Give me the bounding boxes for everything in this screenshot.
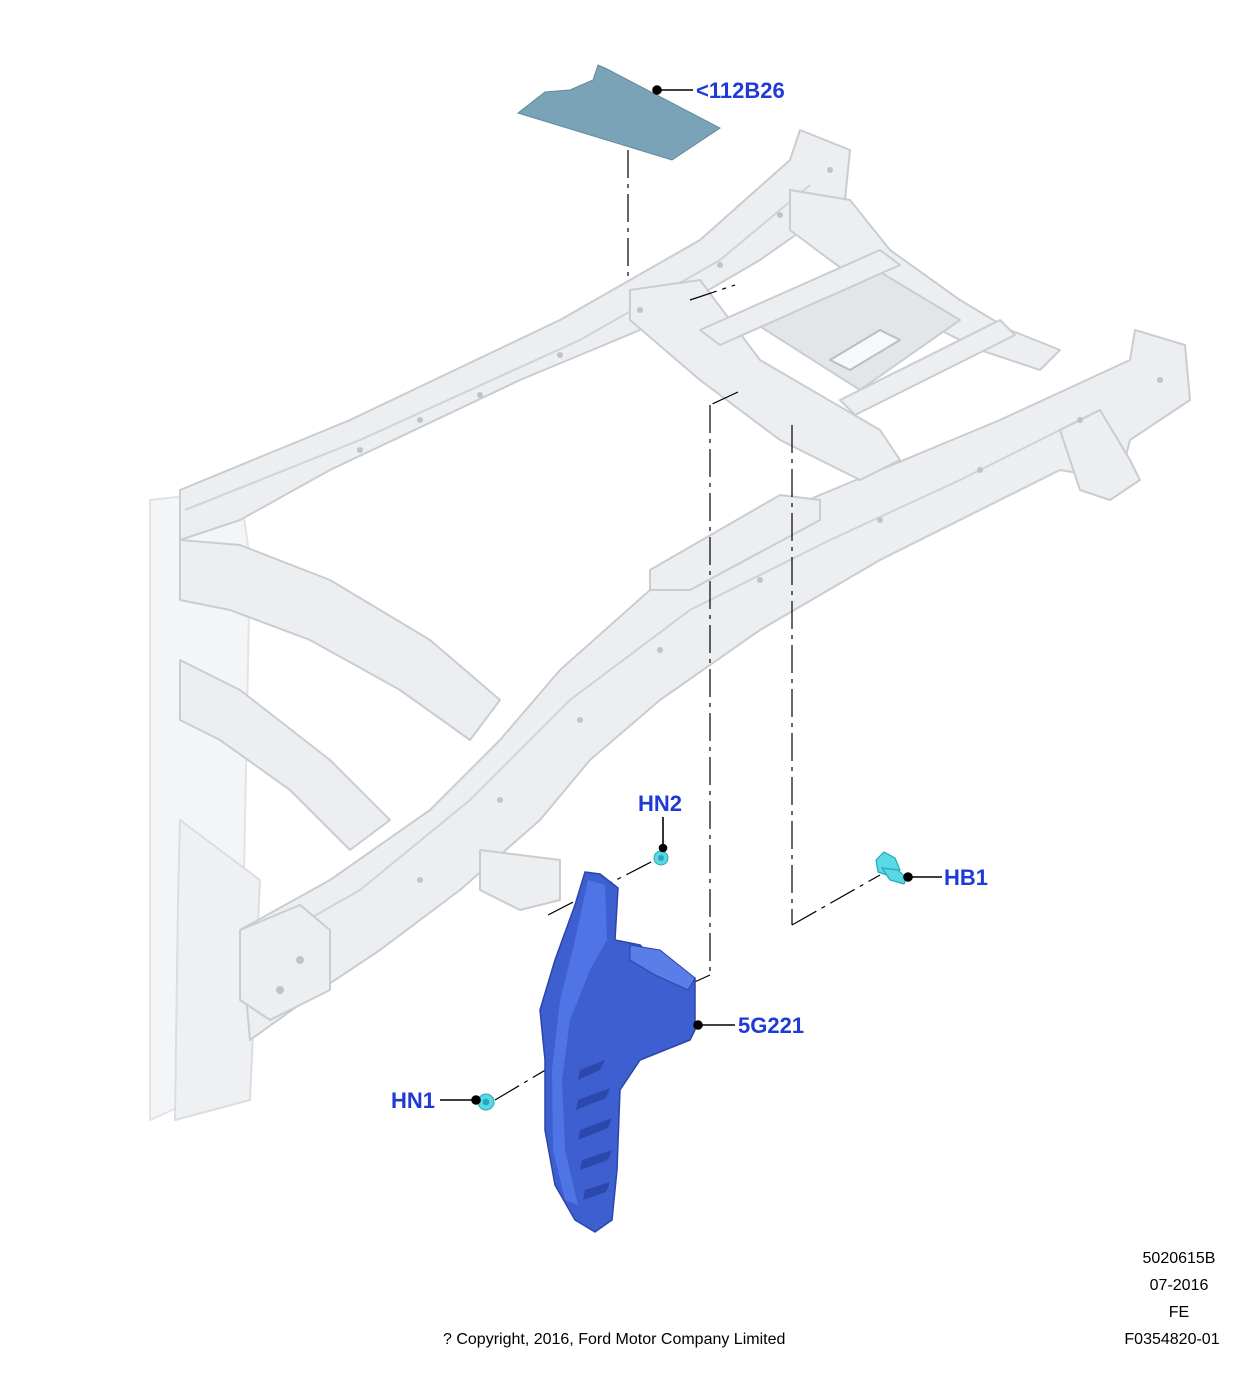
callout-HN1: HN1 bbox=[391, 1088, 435, 1113]
centerline-5G221-a bbox=[709, 391, 739, 406]
callout-HB1: HB1 bbox=[944, 865, 988, 890]
region-code: FE bbox=[1168, 1304, 1190, 1321]
nut-HN2 bbox=[653, 850, 669, 866]
vehicle-frame bbox=[149, 129, 1191, 1121]
frame-side-rail-upper bbox=[179, 129, 851, 541]
nut-HN1 bbox=[477, 1093, 495, 1111]
frame-step-bracket bbox=[479, 849, 561, 911]
bolt-HB1 bbox=[875, 851, 907, 885]
insulator-panel-112B26 bbox=[516, 64, 721, 161]
reference-code: 5020615B bbox=[1142, 1250, 1216, 1267]
frame-crossbar-a bbox=[699, 249, 901, 346]
frame-holes bbox=[276, 167, 1163, 994]
leader-dot-112B26 bbox=[652, 85, 662, 95]
callout-labels: <112B26 HN2 HB1 5G221 HN1 bbox=[391, 78, 988, 1113]
shield-highlight bbox=[552, 880, 607, 1205]
frame-rear-hanger bbox=[1059, 409, 1141, 501]
shield-flange bbox=[629, 944, 696, 991]
figure-id: F0354820-01 bbox=[1124, 1331, 1220, 1348]
callout-HN2: HN2 bbox=[638, 791, 682, 816]
frame-front-bracket bbox=[239, 904, 331, 1021]
nut-HN1-center bbox=[482, 1098, 490, 1106]
copyright-notice: ? Copyright, 2016, Ford Motor Company Li… bbox=[443, 1331, 786, 1348]
shield-bracket-5G221 bbox=[539, 871, 696, 1233]
frame-crossmember-1 bbox=[179, 539, 501, 741]
leader-lines bbox=[440, 85, 942, 1105]
frame-crossmember-2 bbox=[179, 659, 391, 851]
callout-112B26: <112B26 bbox=[696, 78, 785, 103]
leader-dot-HB1 bbox=[903, 872, 913, 882]
bolt-HB1-shank bbox=[880, 867, 907, 885]
centerline-112B26-lower bbox=[689, 284, 736, 301]
frame-mid-bracket bbox=[649, 494, 821, 591]
frame-left-mass bbox=[174, 819, 261, 1121]
callout-5G221: 5G221 bbox=[738, 1013, 804, 1038]
leader-dot-5G221 bbox=[693, 1020, 703, 1030]
revision-date: 07-2016 bbox=[1149, 1277, 1209, 1294]
leader-dot-HN1 bbox=[471, 1095, 481, 1105]
frame-center-slot bbox=[829, 329, 901, 371]
frame-rail-highlight bbox=[184, 184, 811, 511]
nut-HN2-center bbox=[658, 855, 664, 861]
frame-lower-rail-highlight bbox=[254, 409, 1101, 951]
frame-crossbar-b bbox=[839, 319, 1016, 416]
centerline-HB1-b bbox=[791, 874, 881, 926]
shield-ribs bbox=[576, 1060, 612, 1200]
leader-dot-HN2 bbox=[658, 843, 668, 853]
